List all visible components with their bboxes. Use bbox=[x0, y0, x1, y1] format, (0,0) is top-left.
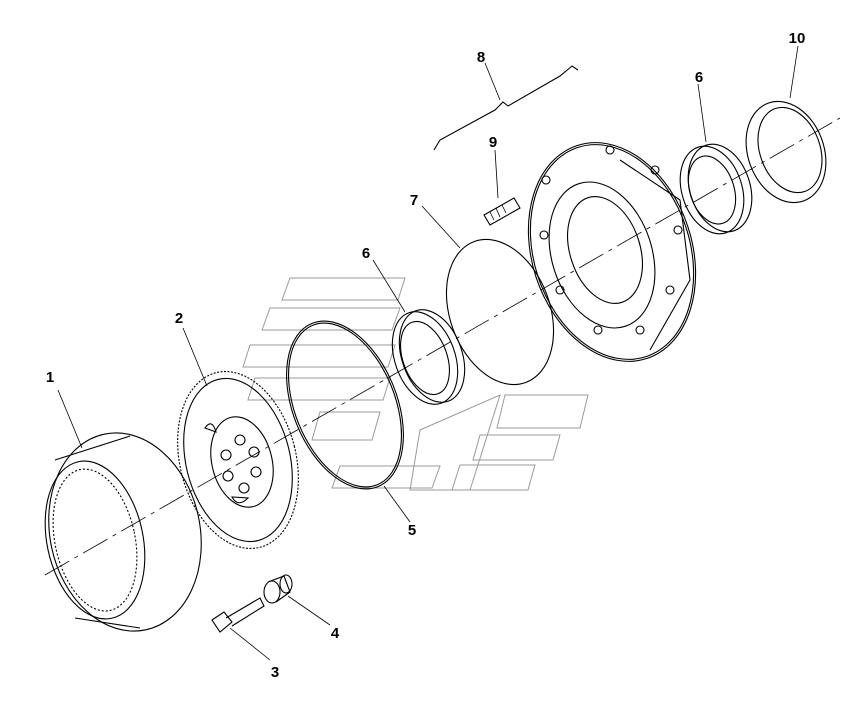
bushing bbox=[263, 574, 293, 604]
o-ring-small-inner bbox=[287, 322, 403, 488]
o-ring-large bbox=[445, 238, 555, 386]
callout-10: 10 bbox=[789, 30, 806, 47]
ring-gear bbox=[44, 432, 202, 632]
leader-lines bbox=[57, 45, 799, 661]
o-ring-small bbox=[286, 320, 404, 490]
callout-5: 5 bbox=[408, 522, 416, 539]
wheel-hub bbox=[527, 142, 697, 362]
axis-centerline bbox=[44, 117, 841, 576]
callout-2: 2 bbox=[175, 310, 183, 327]
callout-6-right: 6 bbox=[695, 69, 703, 86]
seal bbox=[745, 100, 827, 204]
callout-3: 3 bbox=[271, 664, 279, 681]
bolt bbox=[211, 597, 265, 633]
carrier-gear bbox=[177, 371, 299, 549]
stud bbox=[483, 197, 521, 226]
bearing-right bbox=[679, 143, 753, 235]
callout-4: 4 bbox=[331, 625, 340, 642]
bracket-8 bbox=[433, 65, 579, 151]
callout-7: 7 bbox=[410, 192, 418, 209]
callout-1: 1 bbox=[46, 369, 54, 386]
callout-6-left: 6 bbox=[362, 245, 370, 262]
callout-9: 9 bbox=[489, 134, 497, 151]
callout-8: 8 bbox=[477, 49, 485, 66]
watermark-logo bbox=[242, 277, 589, 491]
